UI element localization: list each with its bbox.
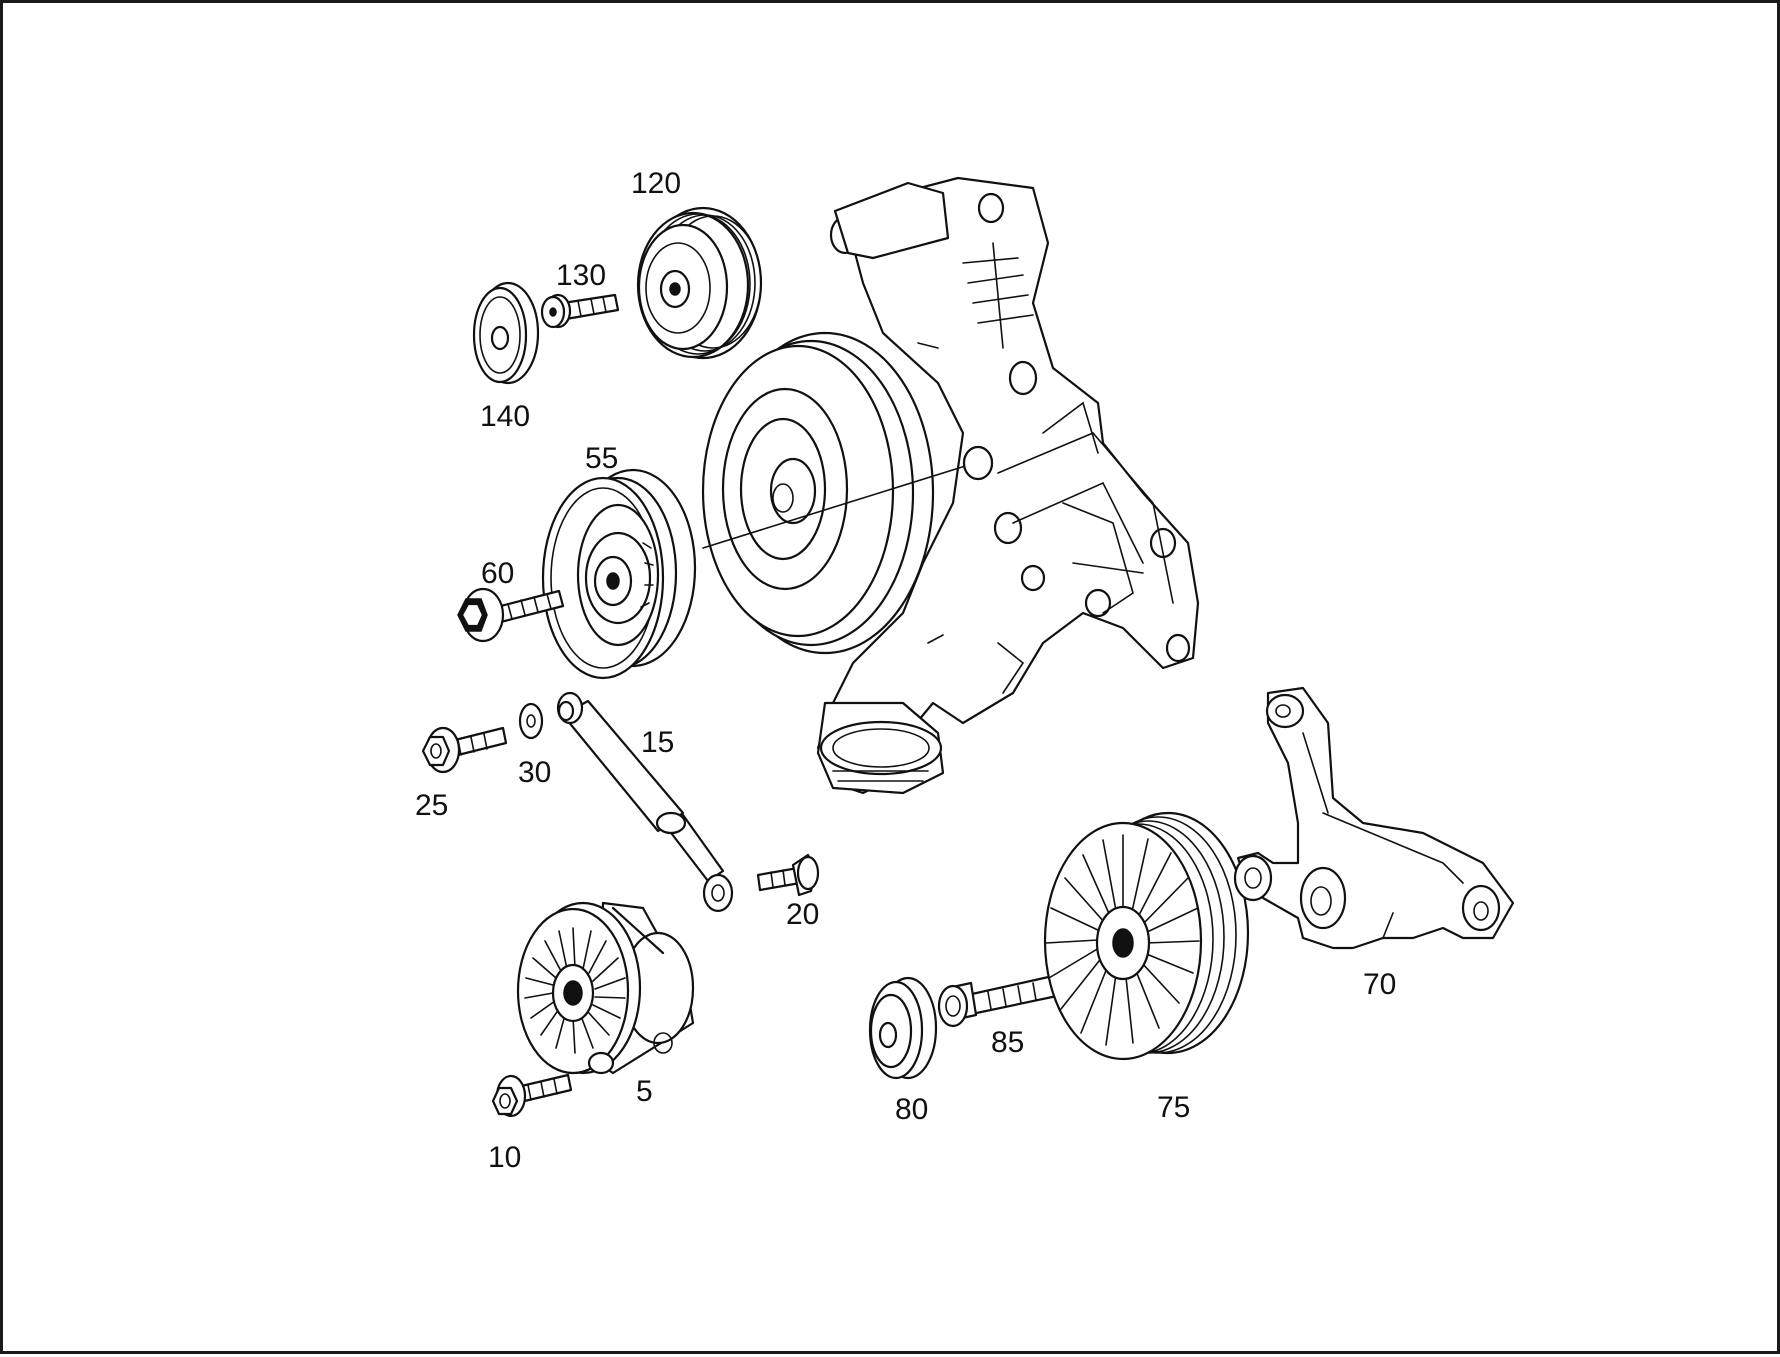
washer-30 bbox=[518, 702, 544, 740]
tensioner-5 bbox=[516, 901, 695, 1075]
callout-70: 70 bbox=[1363, 968, 1396, 1001]
bolt-20 bbox=[756, 853, 820, 897]
idler-pulley-120 bbox=[636, 206, 763, 360]
water-pump-housing bbox=[816, 176, 1200, 795]
bolt-85 bbox=[937, 974, 1059, 1028]
pulley-75 bbox=[1043, 811, 1250, 1061]
assembly-axis-line bbox=[702, 462, 976, 549]
callout-80: 80 bbox=[895, 1093, 928, 1126]
damper-15 bbox=[556, 691, 734, 913]
callout-30: 30 bbox=[518, 756, 551, 789]
callout-25: 25 bbox=[415, 789, 448, 822]
callout-75: 75 bbox=[1157, 1091, 1190, 1124]
callout-55: 55 bbox=[585, 442, 618, 475]
callout-15: 15 bbox=[641, 726, 674, 759]
callout-60: 60 bbox=[481, 557, 514, 590]
pump-pulley bbox=[701, 331, 944, 655]
callout-20: 20 bbox=[786, 898, 819, 931]
bolt-130 bbox=[540, 293, 620, 329]
exploded-parts-diagram: 120 130 140 55 60 25 30 15 20 5 10 80 85… bbox=[415, 167, 1515, 1174]
callout-120: 120 bbox=[631, 167, 681, 200]
bolt-25 bbox=[421, 726, 508, 774]
callout-85: 85 bbox=[991, 1026, 1024, 1059]
callout-130: 130 bbox=[556, 259, 606, 292]
cap-80 bbox=[868, 976, 938, 1080]
cap-140 bbox=[472, 281, 540, 385]
callout-5: 5 bbox=[636, 1075, 653, 1108]
bolt-10 bbox=[491, 1073, 573, 1118]
callout-labels: 120 130 140 55 60 25 30 15 20 5 10 80 85… bbox=[415, 167, 1396, 1174]
callout-140: 140 bbox=[480, 400, 530, 433]
bolt-60 bbox=[457, 587, 565, 643]
callout-10: 10 bbox=[488, 1141, 521, 1174]
housing-boss bbox=[962, 445, 994, 481]
pulley-55 bbox=[541, 468, 697, 680]
bracket-70 bbox=[1233, 686, 1515, 950]
